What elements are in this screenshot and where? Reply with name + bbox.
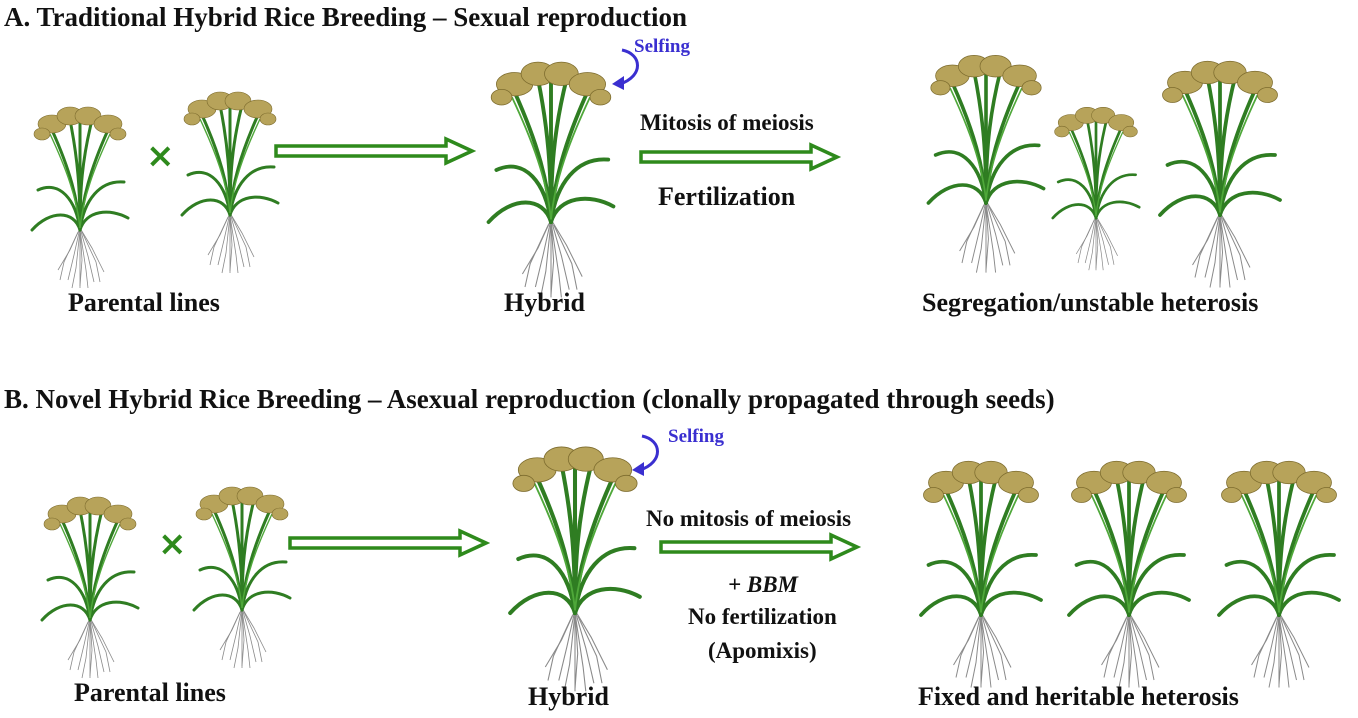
process-top-label: Mitosis of meiosis bbox=[640, 110, 814, 135]
process-top-label: No mitosis of meiosis bbox=[646, 506, 852, 531]
curved-selfing-arrow-icon bbox=[612, 48, 639, 90]
rice-plant-icon bbox=[180, 60, 280, 290]
process-bottom-label: Fertilization bbox=[658, 182, 796, 211]
selfing-label: Selfing bbox=[634, 36, 690, 57]
rice-plant-icon bbox=[40, 480, 140, 680]
double-arrow-icon bbox=[272, 136, 476, 166]
double-arrow-icon bbox=[636, 142, 842, 172]
rice-plant-icon bbox=[926, 30, 1046, 280]
result-label: Fixed and heritable heterosis bbox=[918, 682, 1239, 711]
hybrid-label: Hybrid bbox=[504, 288, 585, 317]
rice-plant-icon bbox=[906, 440, 1056, 690]
apomixis-label: (Apomixis) bbox=[708, 638, 817, 663]
parental-lines-label: Parental lines bbox=[68, 288, 220, 317]
rice-plant-icon bbox=[1150, 40, 1290, 290]
double-arrow-icon bbox=[286, 528, 490, 558]
bbm-label: + BBM bbox=[728, 572, 798, 597]
rice-plant-icon bbox=[192, 460, 292, 680]
rice-plant-icon bbox=[1046, 92, 1146, 272]
panel-a-title: A. Traditional Hybrid Rice Breeding – Se… bbox=[4, 2, 688, 32]
rice-plant-icon bbox=[1054, 440, 1204, 690]
cross-symbol: × bbox=[158, 524, 187, 564]
rice-plant-icon bbox=[30, 90, 130, 290]
no-fertilization-label: No fertilization bbox=[688, 604, 837, 629]
selfing-label: Selfing bbox=[668, 426, 724, 447]
rice-plant-icon bbox=[1204, 440, 1354, 690]
result-label: Segregation/unstable heterosis bbox=[922, 288, 1259, 317]
rice-plant-icon bbox=[476, 40, 626, 300]
double-arrow-icon bbox=[656, 532, 862, 562]
cross-symbol: × bbox=[146, 136, 175, 176]
curved-selfing-arrow-icon bbox=[632, 434, 659, 476]
parental-lines-label: Parental lines bbox=[74, 678, 226, 707]
panel-b-title: B. Novel Hybrid Rice Breeding – Asexual … bbox=[4, 384, 1055, 414]
hybrid-label: Hybrid bbox=[528, 682, 609, 711]
